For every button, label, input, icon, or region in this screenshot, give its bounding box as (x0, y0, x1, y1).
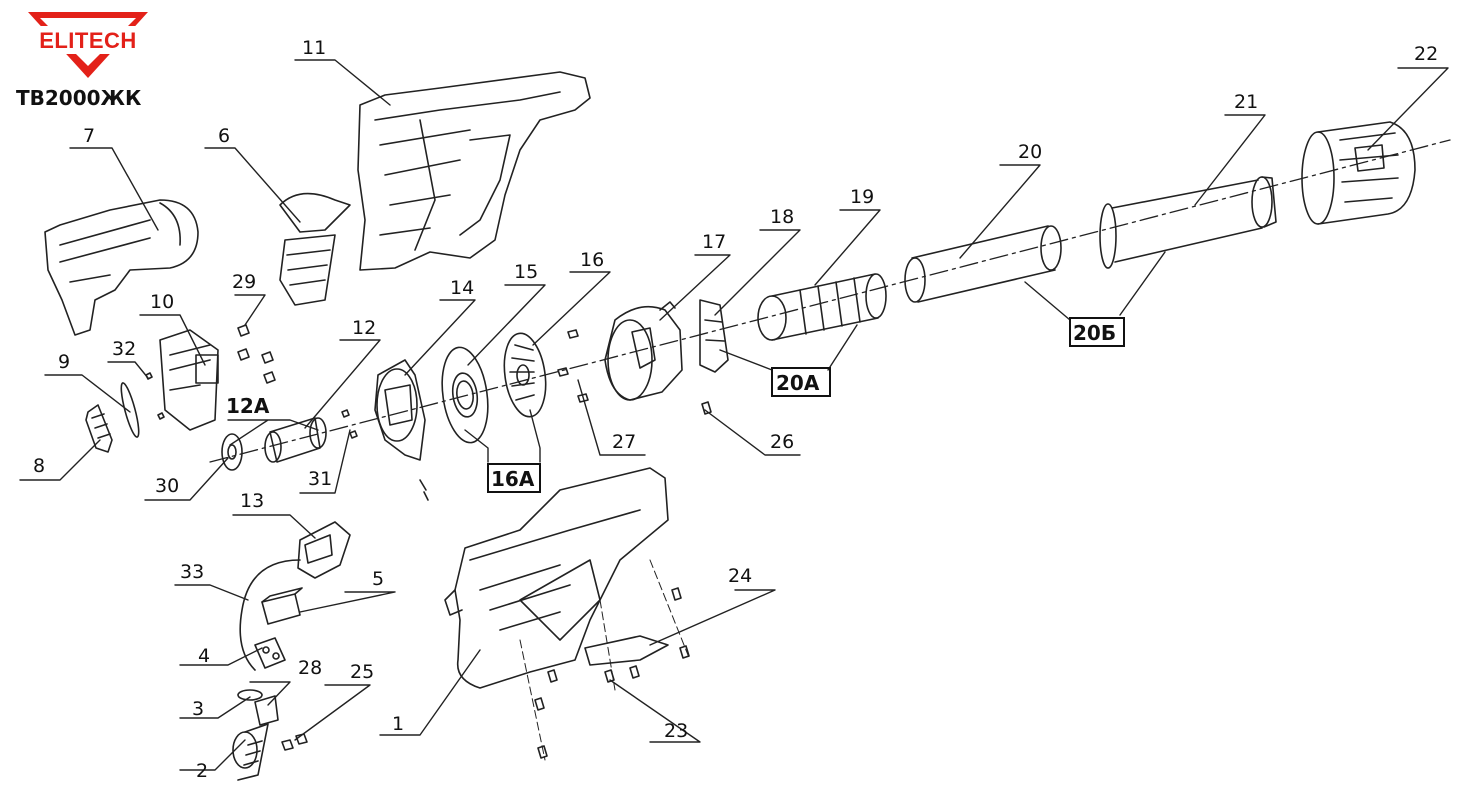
callout-23: 23 (664, 720, 688, 742)
part-2-cable-sleeve (232, 723, 269, 781)
callout-8: 8 (33, 455, 45, 477)
callout-30: 30 (155, 475, 179, 497)
callout-10: 10 (150, 291, 174, 313)
part-14-fan-housing (374, 359, 429, 501)
part-30-cap (221, 433, 243, 471)
part-33-cable (239, 559, 301, 671)
part-10-bracket (159, 329, 219, 431)
callout-28: 28 (298, 657, 322, 679)
callout-6: 6 (218, 125, 230, 147)
callout-19: 19 (850, 186, 874, 208)
callout-33: 33 (180, 561, 204, 583)
callout-22: 22 (1414, 43, 1438, 65)
part-9-gasket (120, 382, 140, 438)
part-4-connector (254, 637, 286, 669)
model-number: ТВ2000ЖК (16, 86, 142, 110)
callout-12: 12 (352, 317, 376, 339)
screws-group-29 (237, 324, 276, 384)
part-21-outer-tube (1099, 176, 1277, 269)
center-axis (209, 139, 1451, 463)
callout-boxes (487, 317, 1125, 493)
screws-32 (145, 372, 165, 420)
screws-27 (557, 329, 589, 403)
callout-3: 3 (192, 698, 204, 720)
part-5-block (261, 587, 303, 625)
part-7-handle-cover (44, 199, 199, 336)
part-15-disk (441, 346, 489, 444)
part-3-clamp (237, 689, 279, 726)
callout-labels: 1 2 3 4 5 6 7 8 9 10 11 12 12А 13 14 15 … (33, 37, 1438, 782)
brand-name: ELITECH (39, 28, 137, 53)
callout-9: 9 (58, 351, 70, 373)
callout-15: 15 (514, 261, 538, 283)
screws-25 (281, 733, 308, 751)
part-20-mica-tube (904, 225, 1062, 303)
part-18-plate (699, 299, 729, 373)
callout-24: 24 (728, 565, 752, 587)
leader-lines (19, 59, 1449, 771)
part-12-motor (264, 417, 327, 463)
part-17-inner-cup (604, 301, 683, 401)
callout-29: 29 (232, 271, 256, 293)
callout-26: 26 (770, 431, 794, 453)
callout-21: 21 (1234, 91, 1258, 113)
callout-17: 17 (702, 231, 726, 253)
callout-11: 11 (302, 37, 326, 59)
callout-18: 18 (770, 206, 794, 228)
callout-14: 14 (450, 277, 474, 299)
callout-16a: 16А (491, 467, 535, 491)
callout-20: 20 (1018, 141, 1042, 163)
callout-31: 31 (308, 468, 332, 490)
callout-4: 4 (198, 645, 210, 667)
part-22-front-cap (1301, 121, 1416, 225)
callout-32: 32 (112, 338, 136, 360)
callout-25: 25 (350, 661, 374, 683)
callout-13: 13 (240, 490, 264, 512)
callout-20a: 20А (776, 371, 820, 395)
callout-2: 2 (196, 760, 208, 782)
callout-27: 27 (612, 431, 636, 453)
part-11-housing-half (357, 71, 591, 271)
callout-16: 16 (580, 249, 604, 271)
part-1-housing-half (444, 467, 669, 689)
elitech-logo: ELITECH (18, 8, 158, 88)
part-16-impeller (503, 332, 547, 418)
callout-1: 1 (392, 713, 404, 735)
screws-23 (519, 559, 691, 761)
part-24-strip (584, 635, 669, 666)
part-6-shroud (279, 192, 351, 306)
callout-5: 5 (372, 568, 384, 590)
callout-20b: 20Б (1073, 321, 1116, 345)
screw-26 (701, 401, 712, 415)
callout-7: 7 (83, 125, 95, 147)
callout-12a: 12А (226, 394, 270, 418)
part-8-terminal (85, 404, 113, 453)
logo-triangle-icon (18, 12, 158, 78)
screws-31 (341, 409, 358, 439)
part-13-switch (297, 521, 351, 579)
part-19-heater (757, 273, 887, 341)
